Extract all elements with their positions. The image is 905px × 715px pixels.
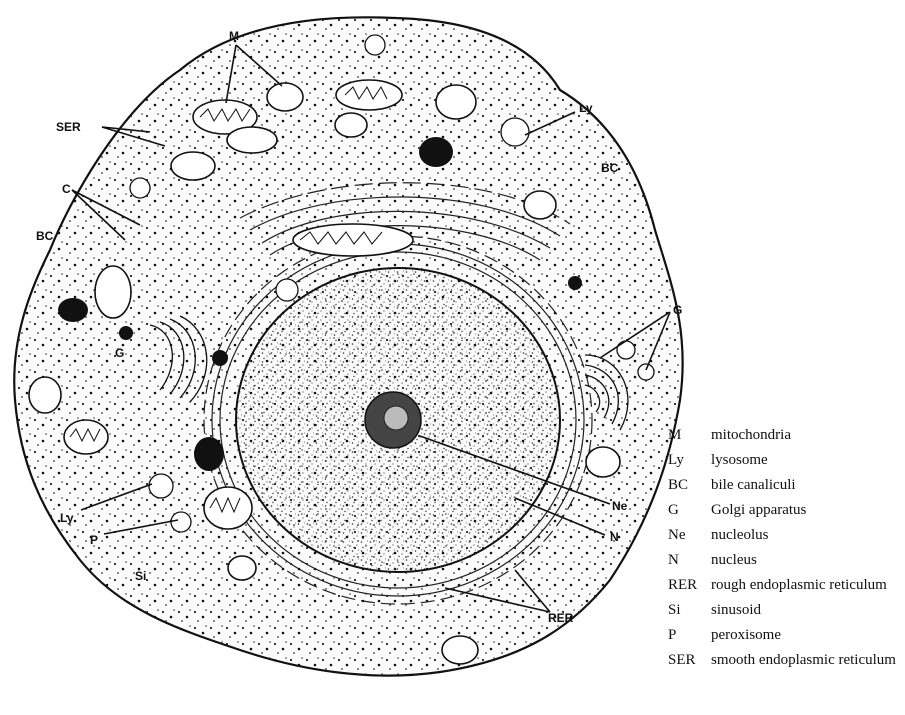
label-p: P bbox=[90, 533, 98, 547]
label-c: C bbox=[62, 182, 71, 196]
legend-row: Nnucleus bbox=[668, 551, 900, 570]
label-g-left: G bbox=[115, 346, 124, 360]
legend-row: BCbile canaliculi bbox=[668, 476, 900, 495]
legend-row: GGolgi apparatus bbox=[668, 501, 900, 520]
label-n: N bbox=[610, 530, 619, 544]
label-m: M bbox=[229, 29, 239, 43]
label-bc-left: BC bbox=[36, 229, 54, 243]
legend-row: Pperoxisome bbox=[668, 626, 900, 645]
label-ne: Ne bbox=[612, 499, 628, 513]
legend-row: RERrough endoplasmic reticulum bbox=[668, 576, 900, 595]
legend-row: Nenucleolus bbox=[668, 526, 900, 545]
label-g-right: G bbox=[673, 303, 682, 317]
label-bc-right: BC bbox=[601, 161, 619, 175]
legend-row: Lylysosome bbox=[668, 451, 900, 470]
label-ser: SER bbox=[56, 120, 81, 134]
label-ly-top: Ly bbox=[579, 101, 593, 115]
label-rer: RER bbox=[548, 611, 574, 625]
legend-row: Mmitochondria bbox=[668, 426, 900, 445]
label-ly-bottom: Ly bbox=[60, 511, 74, 525]
legend-row: Sisinusoid bbox=[668, 601, 900, 620]
legend: Mmitochondria Lylysosome BCbile canalicu… bbox=[668, 426, 900, 676]
label-si: Si bbox=[135, 569, 146, 583]
legend-row: SERsmooth endoplasmic reticulum bbox=[668, 651, 900, 670]
